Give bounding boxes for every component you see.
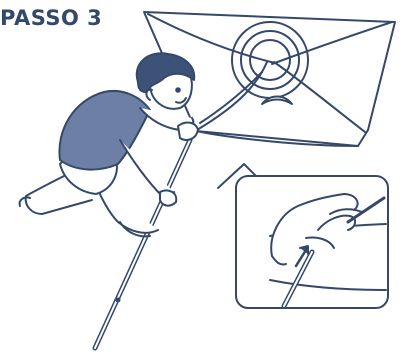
zoom-detail-callout [236, 176, 388, 308]
kneeling-person-icon [20, 53, 198, 236]
